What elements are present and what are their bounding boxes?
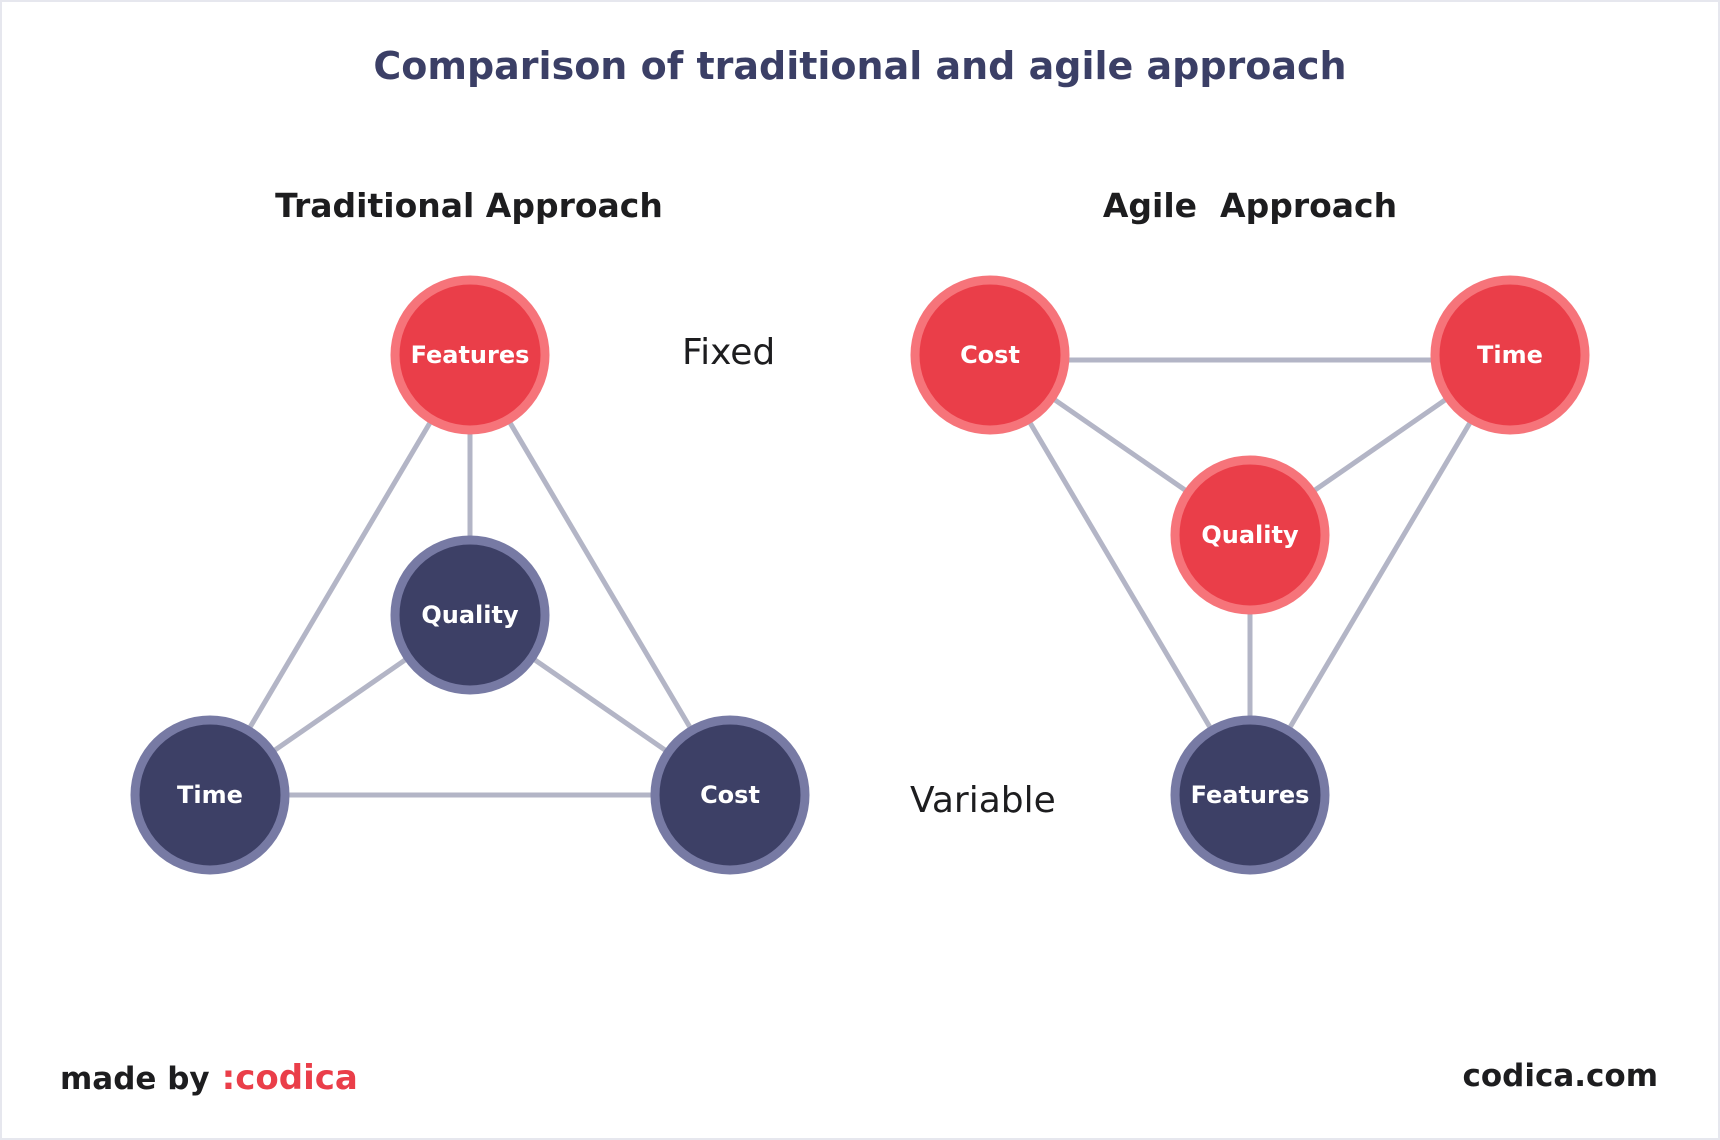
agile-node-features: Features — [1170, 715, 1330, 875]
site-url: codica.com — [1462, 1058, 1658, 1094]
made-by-text: made by — [60, 1061, 210, 1097]
agile-node-time-label: Time — [1477, 341, 1543, 369]
traditional-node-cost-label: Cost — [700, 781, 760, 809]
page-title: Comparison of traditional and agile appr… — [373, 44, 1347, 88]
edge-time-features — [1247, 353, 1513, 797]
traditional-node-cost: Cost — [650, 715, 810, 875]
edge-features-time — [207, 353, 473, 797]
traditional-node-features-label: Features — [411, 341, 530, 369]
edge-cost-features — [987, 353, 1253, 797]
agile-node-cost-label: Cost — [960, 341, 1020, 369]
traditional-node-time-label: Time — [177, 781, 243, 809]
traditional-node-features: Features — [390, 275, 550, 435]
variable-label: Variable — [910, 780, 1056, 821]
agile-node-time: Time — [1430, 275, 1590, 435]
fixed-label: Fixed — [682, 332, 776, 373]
agile-node-quality: Quality — [1170, 455, 1330, 615]
traditional-node-quality-label: Quality — [421, 601, 519, 629]
traditional-node-time: Time — [130, 715, 290, 875]
edge-features-cost — [467, 353, 733, 797]
agile-node-features-label: Features — [1191, 781, 1310, 809]
codica-logo: :codica — [221, 1058, 358, 1098]
traditional-heading: Traditional Approach — [275, 186, 663, 225]
agile-node-quality-label: Quality — [1201, 521, 1299, 549]
made-by: made by :codica — [60, 1058, 358, 1098]
agile-heading: Agile Approach — [1102, 186, 1398, 225]
traditional-node-quality: Quality — [390, 535, 550, 695]
agile-node-cost: Cost — [910, 275, 1070, 435]
